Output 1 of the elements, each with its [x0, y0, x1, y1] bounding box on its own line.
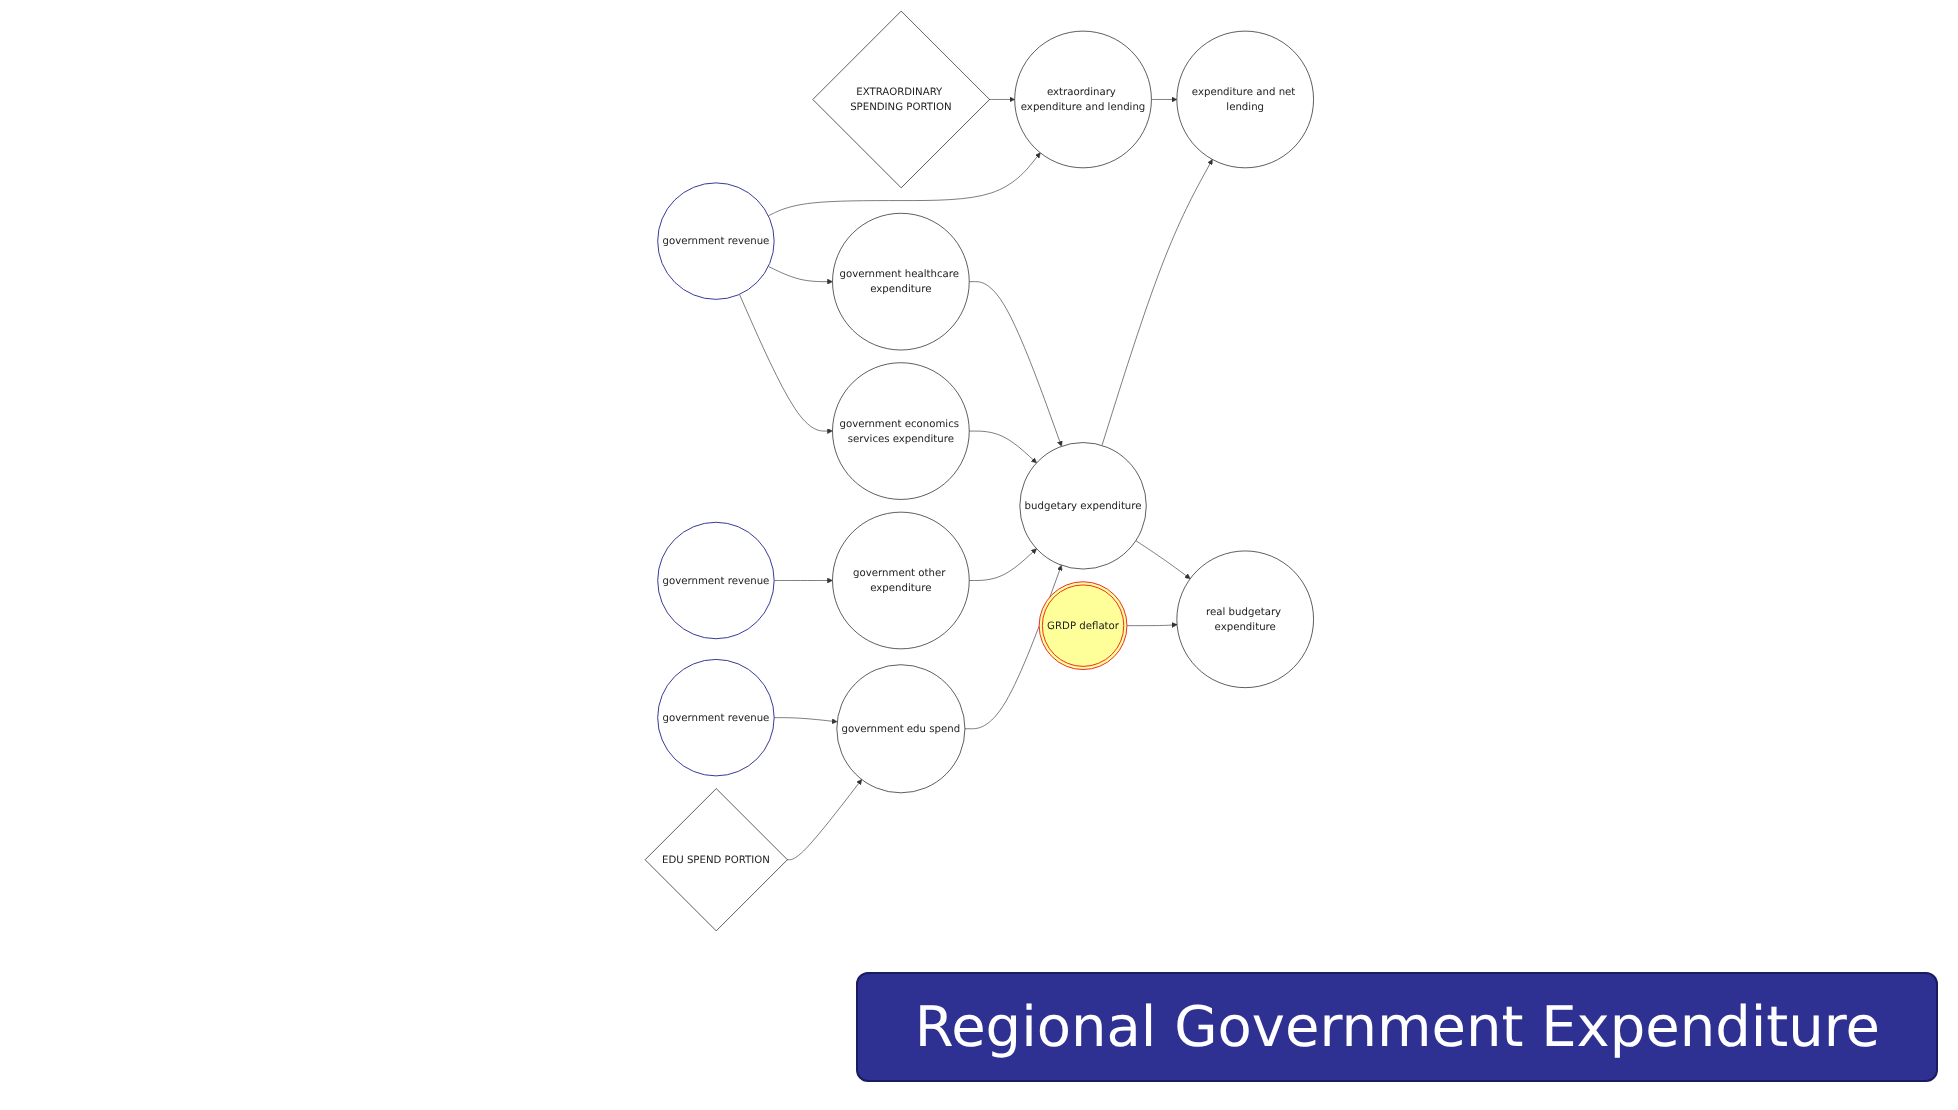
title-banner: Regional Government Expenditure — [856, 972, 1938, 1082]
